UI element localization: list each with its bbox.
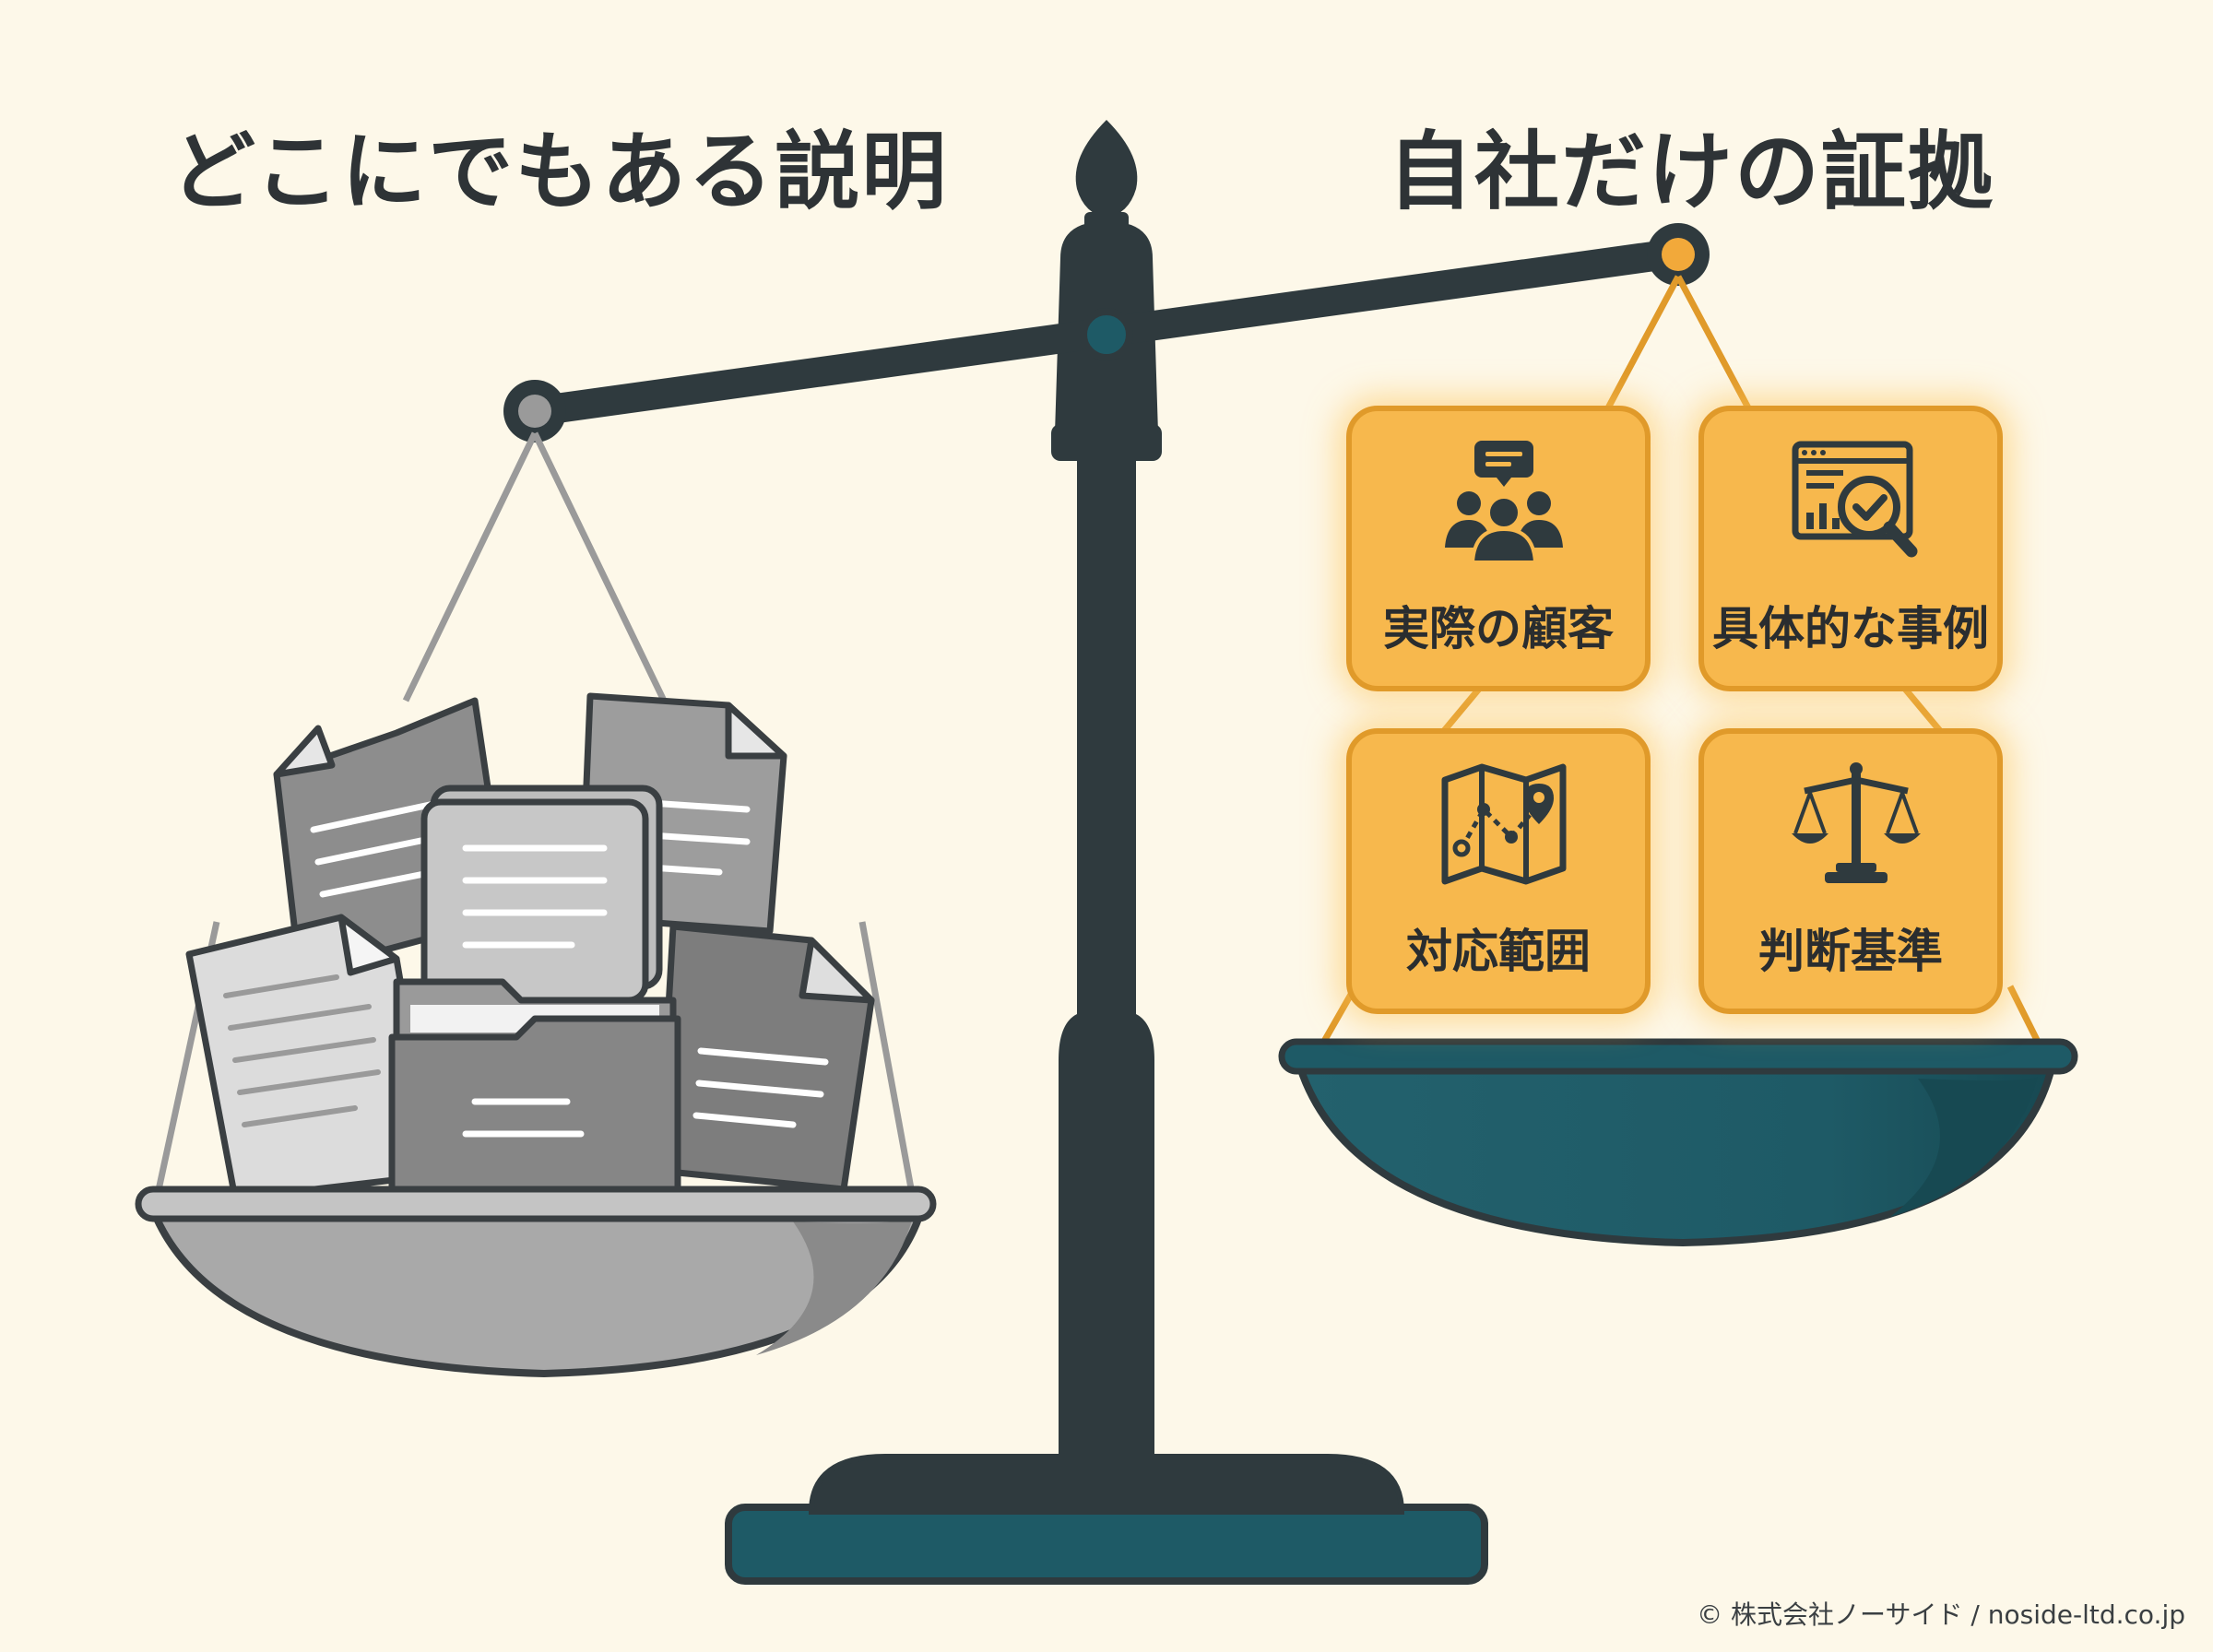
scales-icon (1792, 762, 1921, 883)
card-label: 具体的な事例 (1712, 602, 1989, 655)
generic-documents-pile (185, 692, 875, 1202)
copyright-credit: © 株式会社ノーサイド / noside-ltd.co.jp (1697, 1599, 2185, 1630)
document-icon (185, 914, 437, 1202)
card-label: 対応範囲 (1406, 925, 1591, 978)
evidence-card-customers: 実際の顧客 (1346, 406, 1651, 691)
card-label: 実際の顧客 (1383, 602, 1614, 655)
folder-icon (388, 978, 681, 1193)
evidence-card-criteria: 判断基準 (1698, 728, 2003, 1014)
scale-beam (503, 223, 1710, 442)
left-pan (135, 1186, 937, 1378)
card-label: 判断基準 (1758, 925, 1943, 978)
right-pan (1278, 1038, 2078, 1247)
document-icon (420, 785, 663, 1004)
case-analysis-icon (1792, 441, 1918, 558)
map-route-icon (1441, 763, 1567, 885)
unique-evidence-heading: 自社だけの証拠 (1388, 123, 1995, 221)
evidence-card-case-studies: 具体的な事例 (1698, 406, 2003, 691)
evidence-card-coverage: 対応範囲 (1346, 728, 1651, 1014)
scale-pillar (1051, 120, 1162, 1457)
document-icon (656, 923, 875, 1193)
customer-group-icon (1445, 441, 1563, 564)
generic-explanation-heading: どこにでもある説明 (171, 123, 949, 221)
scale-base (725, 1454, 1488, 1585)
